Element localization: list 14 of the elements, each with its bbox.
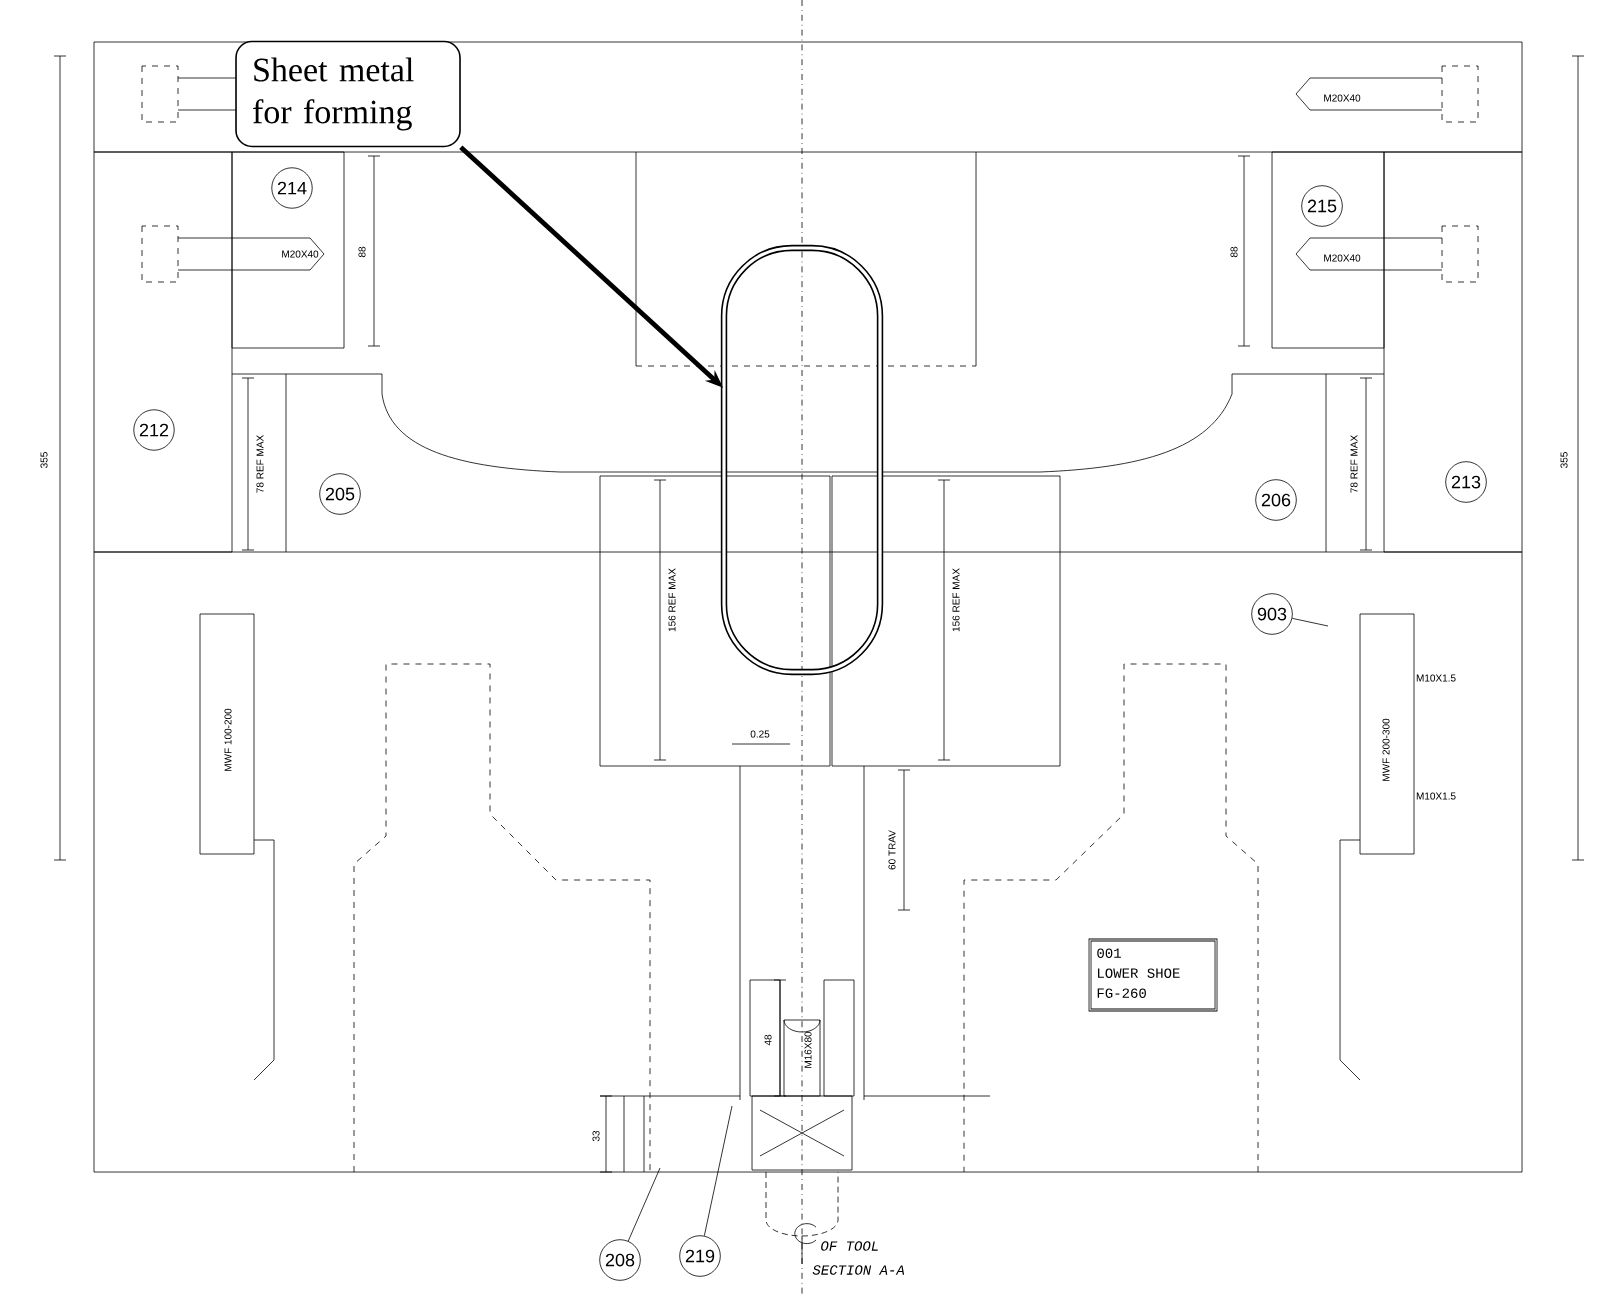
leader-line — [703, 1105, 733, 1237]
callout-number: 214 — [271, 167, 313, 209]
callout-number: 205 — [319, 473, 361, 515]
callout-box: Sheet metal for forming — [235, 40, 461, 148]
callout-number: 903 — [1251, 593, 1293, 635]
callout-number: 206 — [1255, 479, 1297, 521]
sheet-metal-part — [720, 244, 884, 676]
callout-number: 208 — [599, 1239, 641, 1281]
callout-number: 219 — [679, 1235, 721, 1277]
leader-line — [627, 1167, 661, 1242]
leader-line — [1291, 617, 1329, 627]
callout-number: 212 — [133, 409, 175, 451]
callout-number: 213 — [1445, 461, 1487, 503]
callout-number: 215 — [1301, 185, 1343, 227]
